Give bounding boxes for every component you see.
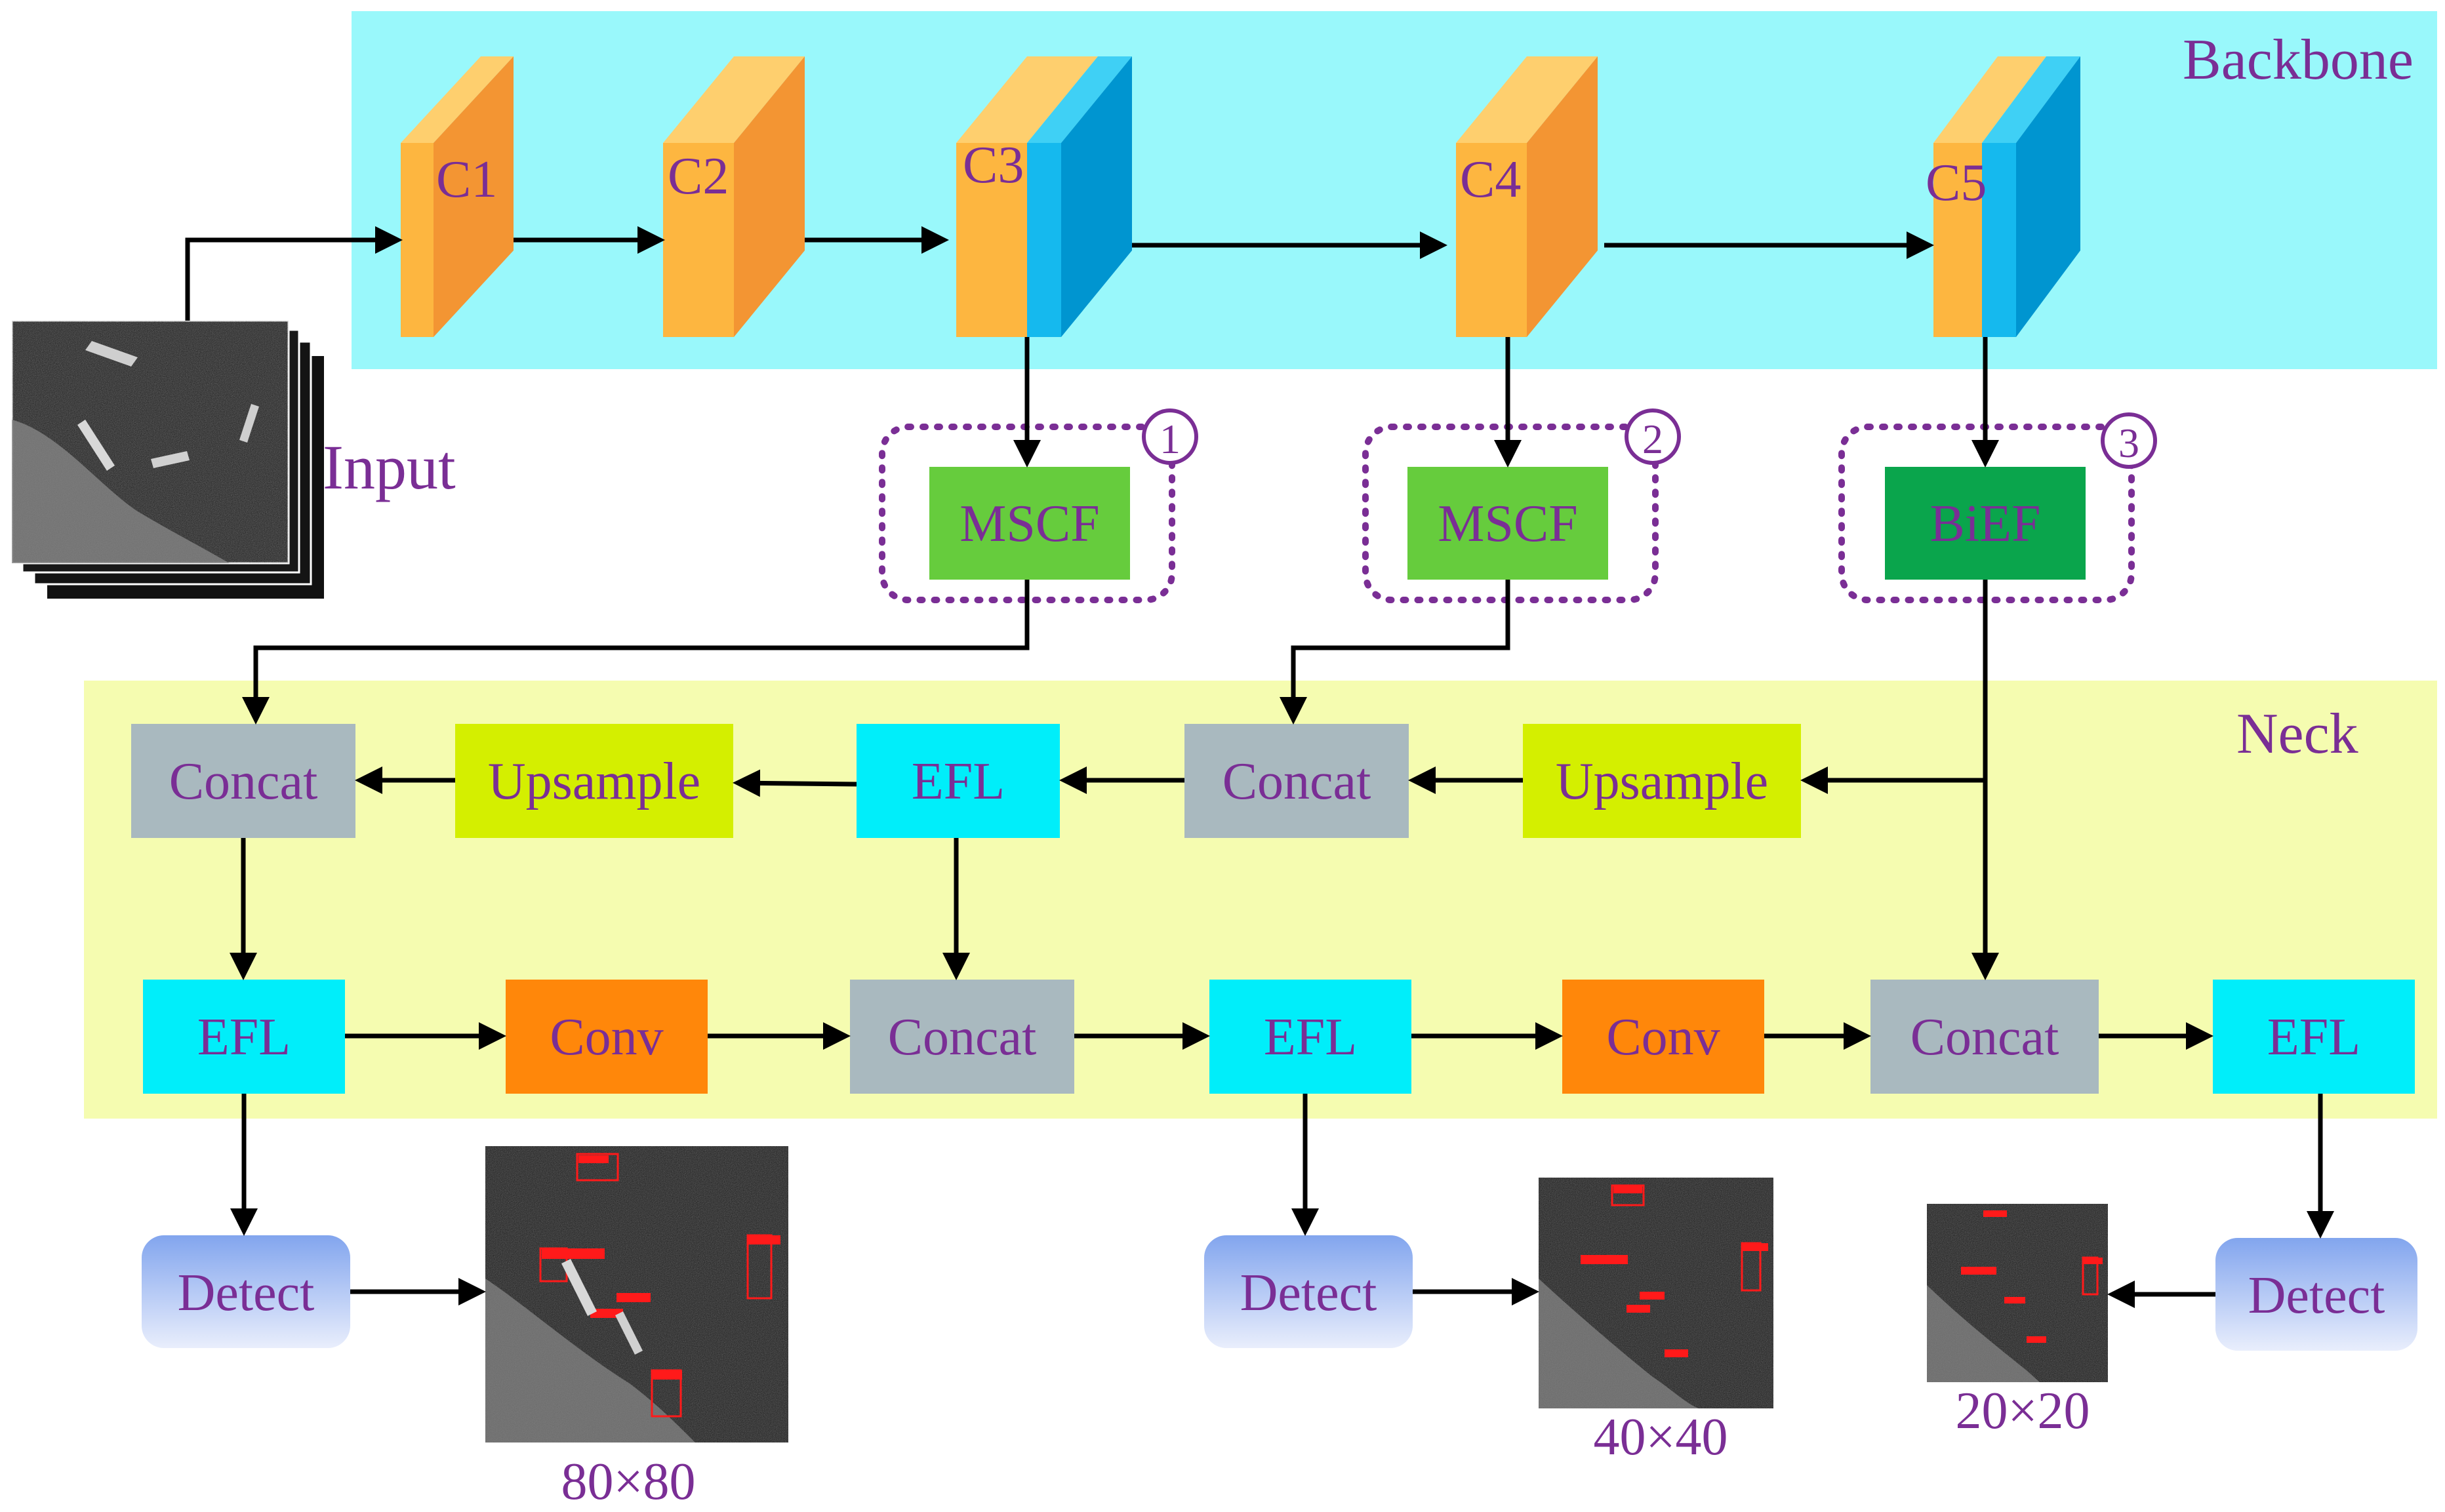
neck-label: Neck — [2236, 702, 2358, 766]
upsample-2 — [1523, 724, 1801, 838]
module-badge-2: 2 — [1642, 416, 1663, 462]
module-bief: BiEF — [1930, 495, 2041, 553]
output-image-20 — [1927, 1204, 2108, 1382]
efl-3 — [2213, 980, 2415, 1094]
concat-1-label: Concat — [169, 753, 318, 810]
conv-2-label: Conv — [1606, 1008, 1720, 1066]
output-image-40 — [1539, 1178, 1773, 1408]
upsample-2-label: Upsample — [1556, 753, 1768, 810]
cube-c4: C4 — [1456, 56, 1598, 337]
module-mscf-1: MSCF — [960, 495, 1099, 553]
output-size-40: 40×40 — [1593, 1408, 1728, 1466]
concat-1 — [131, 724, 355, 838]
connectors — [185, 226, 2334, 1308]
detect-2-label: Detect — [1240, 1264, 1377, 1322]
cube-c3-label: C3 — [963, 136, 1024, 194]
module-badge-3: 3 — [2118, 420, 2139, 466]
module-group-1: MSCF 1 — [879, 408, 1198, 603]
conv-1 — [506, 980, 708, 1094]
module-badge-1: 1 — [1160, 416, 1181, 462]
cube-c5: C5 — [1926, 56, 2080, 337]
cube-c1: C1 — [401, 56, 514, 337]
efl-1-label: EFL — [197, 1008, 291, 1066]
efl-3-label: EFL — [2267, 1008, 2360, 1066]
cube-c1-label: C1 — [436, 151, 497, 209]
output-size-20: 20×20 — [1955, 1382, 2090, 1440]
output-size-80: 80×80 — [561, 1453, 695, 1511]
module-group-2: MSCF 2 — [1362, 408, 1681, 603]
efl-2-label: EFL — [1264, 1008, 1357, 1066]
concat-3-label: Concat — [888, 1008, 1037, 1066]
module-mscf-2: MSCF — [1438, 495, 1577, 553]
conv-2 — [1562, 980, 1764, 1094]
upsample-1-label: Upsample — [488, 753, 700, 810]
efl-top — [857, 724, 1060, 838]
input-label: Input — [323, 432, 456, 502]
input-image-stack — [10, 319, 324, 599]
detect-2 — [1204, 1235, 1413, 1348]
efl-1 — [143, 980, 345, 1094]
detect-3 — [2215, 1238, 2417, 1351]
cube-c2: C2 — [663, 56, 805, 337]
output-image-80 — [485, 1146, 788, 1442]
backbone-label: Backbone — [2183, 28, 2414, 92]
cube-c2-label: C2 — [668, 148, 729, 205]
detect-1 — [142, 1235, 350, 1348]
conv-1-label: Conv — [550, 1008, 663, 1066]
concat-4 — [1870, 980, 2099, 1094]
cube-c4-label: C4 — [1460, 151, 1521, 209]
upsample-1 — [455, 724, 733, 838]
detect-3-label: Detect — [2248, 1267, 2385, 1324]
cube-c5-label: C5 — [1926, 154, 1987, 212]
efl-top-label: EFL — [912, 753, 1005, 810]
concat-2-label: Concat — [1222, 753, 1371, 810]
concat-3 — [850, 980, 1074, 1094]
concat-4-label: Concat — [1910, 1008, 2059, 1066]
concat-2 — [1184, 724, 1409, 838]
module-group-3: BiEF 3 — [1838, 412, 2157, 603]
cube-c3: C3 — [956, 56, 1132, 337]
detect-1-label: Detect — [178, 1264, 315, 1322]
efl-2 — [1209, 980, 1411, 1094]
